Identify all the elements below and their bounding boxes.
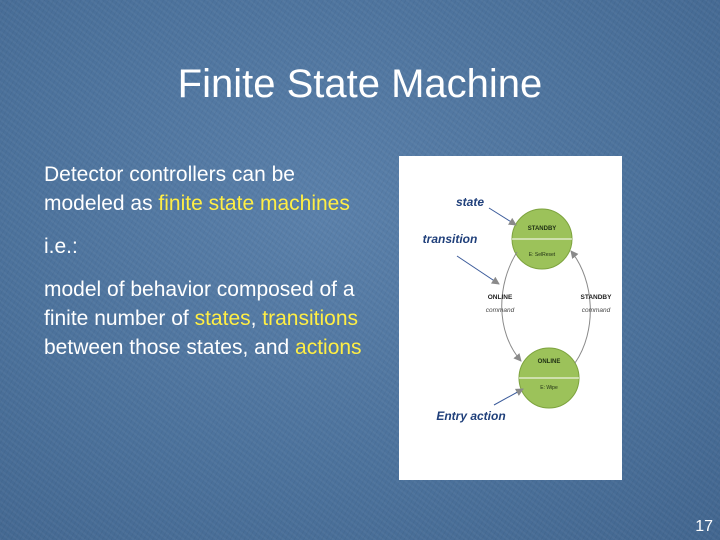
transition-online-label: ONLINE: [488, 294, 513, 301]
transition-arrow-standby: [570, 250, 591, 364]
paragraph-ie: i.e.:: [44, 235, 78, 258]
state-online-name: ONLINE: [538, 359, 561, 365]
callout-state-arrow: [488, 207, 517, 226]
paragraph-definition: Detector controllers can be modeled as f…: [44, 160, 374, 218]
highlight-states: states: [194, 307, 251, 330]
explanation-comma: ,: [250, 307, 263, 330]
slide-number: 17: [695, 518, 713, 535]
highlight-finite-state-machines: finite state machines: [158, 192, 350, 215]
paragraph-explanation: model of behavior composed of a finite n…: [44, 275, 374, 362]
fsm-diagram-svg: STANDBY E: SelReset ONLINE E: Wipe ONLIN…: [423, 195, 613, 423]
state-standby-action: E: SelReset: [529, 252, 556, 258]
highlight-transitions: transitions: [262, 307, 359, 330]
state-standby-name: STANDBY: [528, 226, 557, 232]
callout-entry-action: Entry action: [436, 409, 505, 423]
highlight-actions: actions: [295, 336, 362, 359]
body-text: Detector controllers can be modeled as f…: [44, 160, 374, 376]
transition-standby-sub: command: [582, 307, 611, 314]
callout-entry-action-arrow: [493, 388, 524, 406]
transition-online-sub: command: [486, 307, 515, 314]
fsm-diagram: STANDBY E: SelReset ONLINE E: Wipe ONLIN…: [399, 156, 622, 480]
state-online-action: E: Wipe: [540, 385, 558, 391]
slide-title: Finite State Machine: [177, 62, 543, 106]
transition-arrow-online: [501, 251, 522, 362]
explanation-part1: model of behavior composed of a finite n…: [44, 278, 355, 330]
state-standby: STANDBY E: SelReset: [511, 208, 573, 270]
callout-transition-arrow: [456, 255, 500, 285]
explanation-part2: between those states, and: [44, 336, 296, 359]
state-online: ONLINE E: Wipe: [518, 347, 580, 409]
transition-standby-label: STANDBY: [581, 294, 613, 301]
paragraph-definition-text: Detector controllers can be modeled as: [44, 163, 295, 215]
callout-transition: transition: [423, 232, 478, 246]
callout-state: state: [456, 195, 484, 209]
